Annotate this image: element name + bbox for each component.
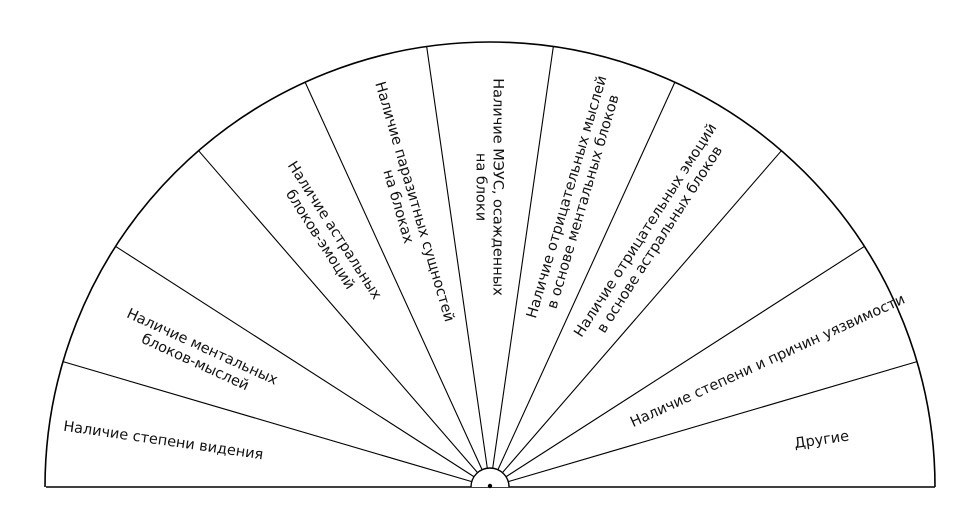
hub-semicircle xyxy=(470,467,510,488)
sector-divider xyxy=(198,150,478,474)
sector-label-line: в основе астральных блоков xyxy=(594,143,726,336)
sector-label-line: Наличие паразитных сущностей xyxy=(371,80,457,324)
sector-label-line: Наличие степени видения xyxy=(62,419,264,464)
sector-label-6: Наличие МЭУС, осажденныхна блоки xyxy=(473,78,506,296)
sector-label-line: Другие xyxy=(793,428,850,452)
chart-lines xyxy=(44,41,936,489)
sector-divider xyxy=(505,245,865,478)
sector-label-line: Наличие степени и причин уязвимости xyxy=(628,292,908,431)
chart-labels: Наличие степени видения Наличие ментальны… xyxy=(62,74,907,463)
sector-label-4: Наличие астральныхблоков-эмоций xyxy=(270,159,385,312)
sector-divider xyxy=(304,81,483,470)
sector-divider xyxy=(62,361,472,483)
sector-divider xyxy=(502,150,782,474)
sector-divider xyxy=(508,361,918,483)
sector-divider xyxy=(497,81,676,470)
sector-divider xyxy=(115,245,475,478)
sector-label-11: Другие xyxy=(793,428,850,452)
sector-label-10: Наличие степени и причин уязвимости xyxy=(628,292,908,431)
sector-divider xyxy=(426,46,488,469)
sector-divider xyxy=(492,46,554,469)
sector-label-line: на блоки xyxy=(473,153,489,221)
sector-label-1: Наличие степени видения xyxy=(62,419,264,464)
outer-arc xyxy=(44,41,936,488)
center-dot xyxy=(487,483,493,489)
sector-label-line: Наличие астральных xyxy=(284,159,385,303)
sector-label-2: Наличие ментальныхблоков-мыслей xyxy=(117,306,280,404)
sector-label-line: Наличие МЭУС, осажденных xyxy=(490,78,506,296)
